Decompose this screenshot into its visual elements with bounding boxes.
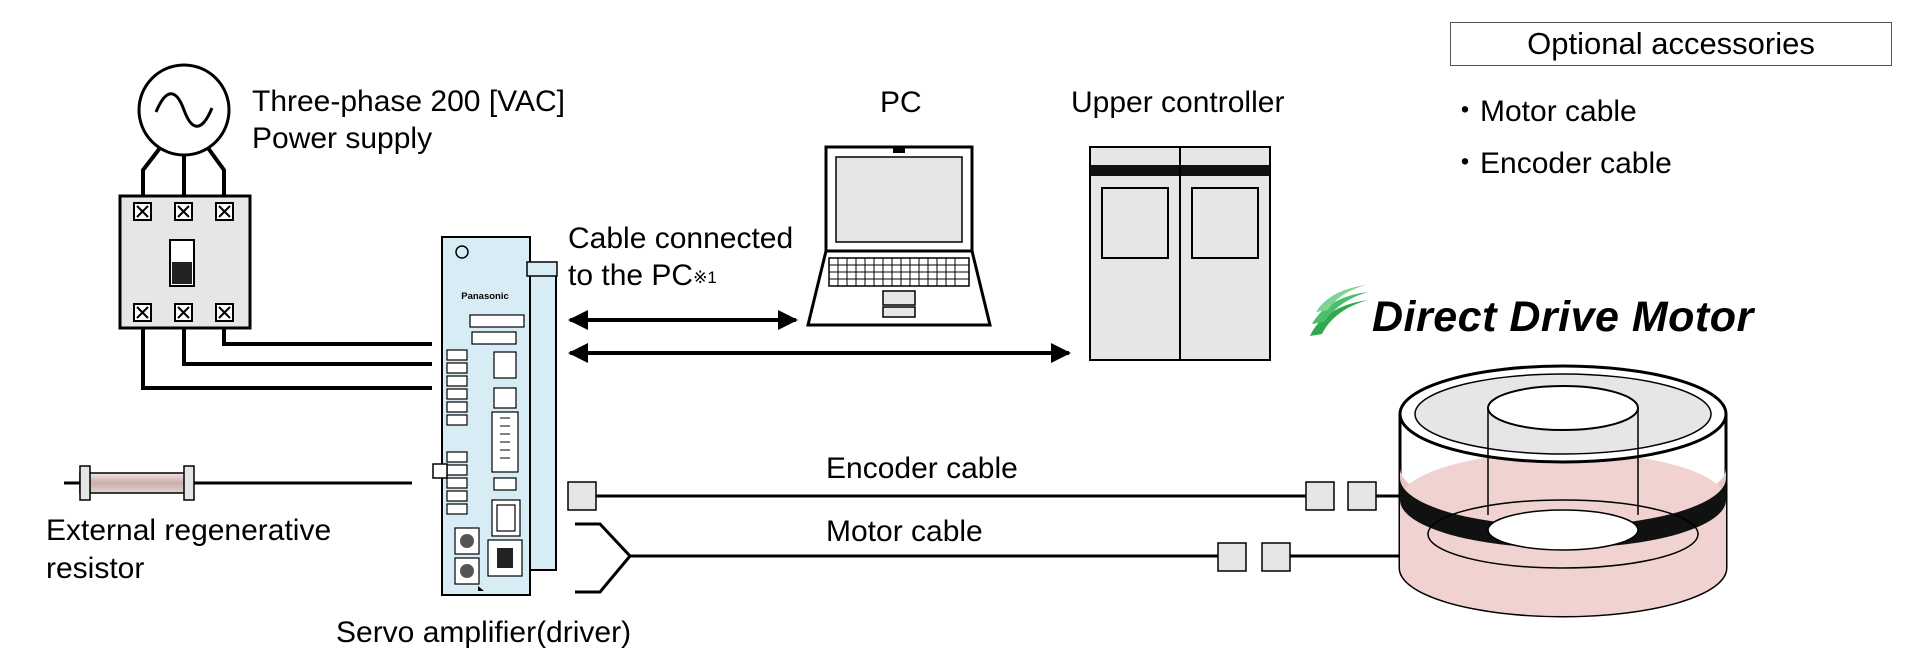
pc-cable-label-line2: to the PC※1 xyxy=(568,258,717,294)
logo-swoosh-icon xyxy=(1310,285,1368,336)
power-supply-label-line2: Power supply xyxy=(252,122,433,155)
pc-cable-label-line1: Cable connected xyxy=(568,222,794,255)
upper-controller-label: Upper controller xyxy=(1071,86,1285,119)
servo-amplifier-label: Servo amplifier(driver) xyxy=(336,616,632,649)
upper-controller-icon xyxy=(1089,146,1271,361)
power-wires xyxy=(141,328,432,390)
optional-accessories-title: Optional accessories xyxy=(1450,22,1892,66)
motor-cable-label: Motor cable xyxy=(826,515,983,548)
servo-amplifier-icon xyxy=(432,236,558,596)
encoder-cable xyxy=(567,481,1412,511)
direct-drive-motor-logo: Direct Drive Motor xyxy=(1372,293,1754,341)
servo-brand-label: Panasonic xyxy=(461,291,509,302)
laptop-icon xyxy=(806,145,992,327)
breaker-icon xyxy=(118,194,252,330)
motor-cable xyxy=(575,522,1412,594)
ac-source-icon xyxy=(137,63,231,200)
direct-drive-motor-icon xyxy=(1398,364,1728,618)
power-supply-label-line1: Three-phase 200 [VAC] xyxy=(252,85,565,118)
resistor-label-line2: resistor xyxy=(46,552,145,585)
accessory-item-encoder-cable: ・Encoder cable xyxy=(1450,147,1672,180)
accessory-item-motor-cable: ・Motor cable xyxy=(1450,95,1637,128)
pc-cable-label-text: to the PC xyxy=(568,259,694,292)
resistor-icon xyxy=(64,465,412,501)
resistor-label-line1: External regenerative xyxy=(46,514,332,547)
encoder-cable-label: Encoder cable xyxy=(826,452,1018,485)
footnote-mark: ※1 xyxy=(693,268,717,287)
pc-label: PC xyxy=(880,86,922,119)
